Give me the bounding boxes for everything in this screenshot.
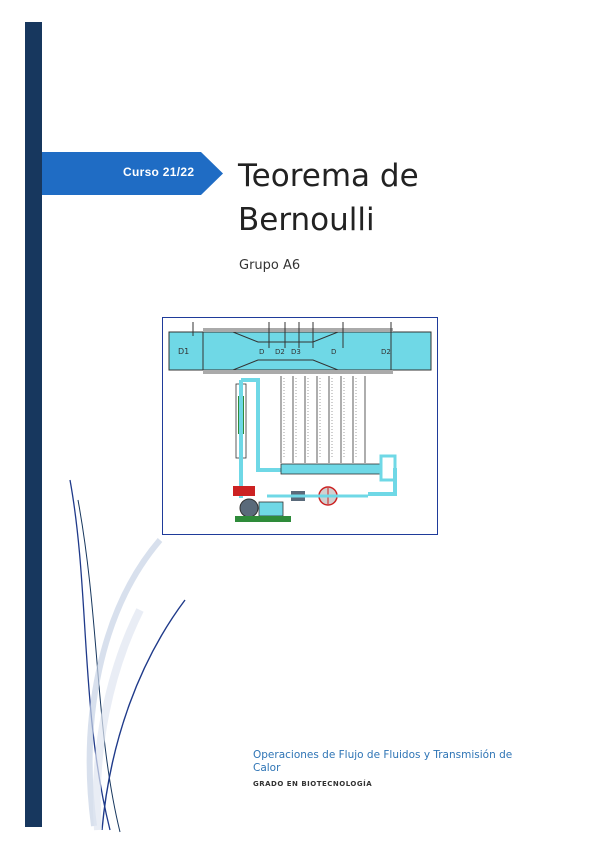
course-tab: Curso 21/22 [25, 152, 223, 195]
tab-shape [25, 152, 223, 195]
title-line-1: Teorema de [238, 158, 419, 194]
apparatus-diagram: D1 D D2 D3 D D2 [168, 322, 432, 522]
label-d5: D2 [381, 348, 391, 356]
course-name: Operaciones de Flujo de Fluidos y Transm… [253, 749, 513, 774]
title-line-2: Bernoulli [238, 202, 375, 238]
course-year: Curso 21/22 [123, 165, 195, 179]
degree-label: GRADO EN BIOTECNOLOGÍA [253, 780, 373, 788]
group-label: Grupo A6 [239, 258, 301, 273]
document-title: Teorema de Bernoulli [238, 154, 419, 242]
bernoulli-apparatus-figure: D1 D D2 D3 D D2 [162, 317, 438, 535]
label-d2a: D2 [275, 348, 285, 356]
label-d3: D3 [291, 348, 301, 356]
label-d1: D1 [178, 347, 189, 356]
side-bar [25, 22, 42, 827]
label-d: D [259, 348, 264, 356]
label-d4: D [331, 348, 336, 356]
decorative-swoosh [69, 479, 186, 833]
